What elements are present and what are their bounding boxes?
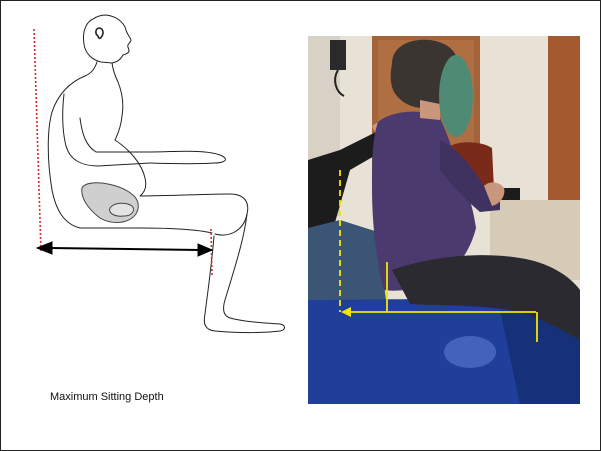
inner-arm-outline (80, 118, 150, 152)
seated-patient-photo (308, 36, 580, 404)
seated-figure-drawing (48, 15, 284, 333)
face-mask (439, 55, 473, 137)
chest-outline (112, 63, 123, 140)
lower-leg-outline (204, 214, 284, 333)
back-reference-line (34, 29, 41, 252)
thigh-underside (80, 228, 212, 233)
pelvis-bone (82, 183, 138, 223)
knee-reference-line (211, 229, 212, 276)
caption: Maximum Sitting Depth (50, 391, 164, 403)
head-outline (83, 15, 131, 63)
hand-outline (150, 151, 225, 164)
upper-arm-outline (63, 94, 150, 166)
belly-outline (115, 140, 248, 235)
hip-joint (110, 203, 134, 216)
sitting-depth-arrow (37, 242, 212, 256)
ear-icon (96, 28, 103, 38)
